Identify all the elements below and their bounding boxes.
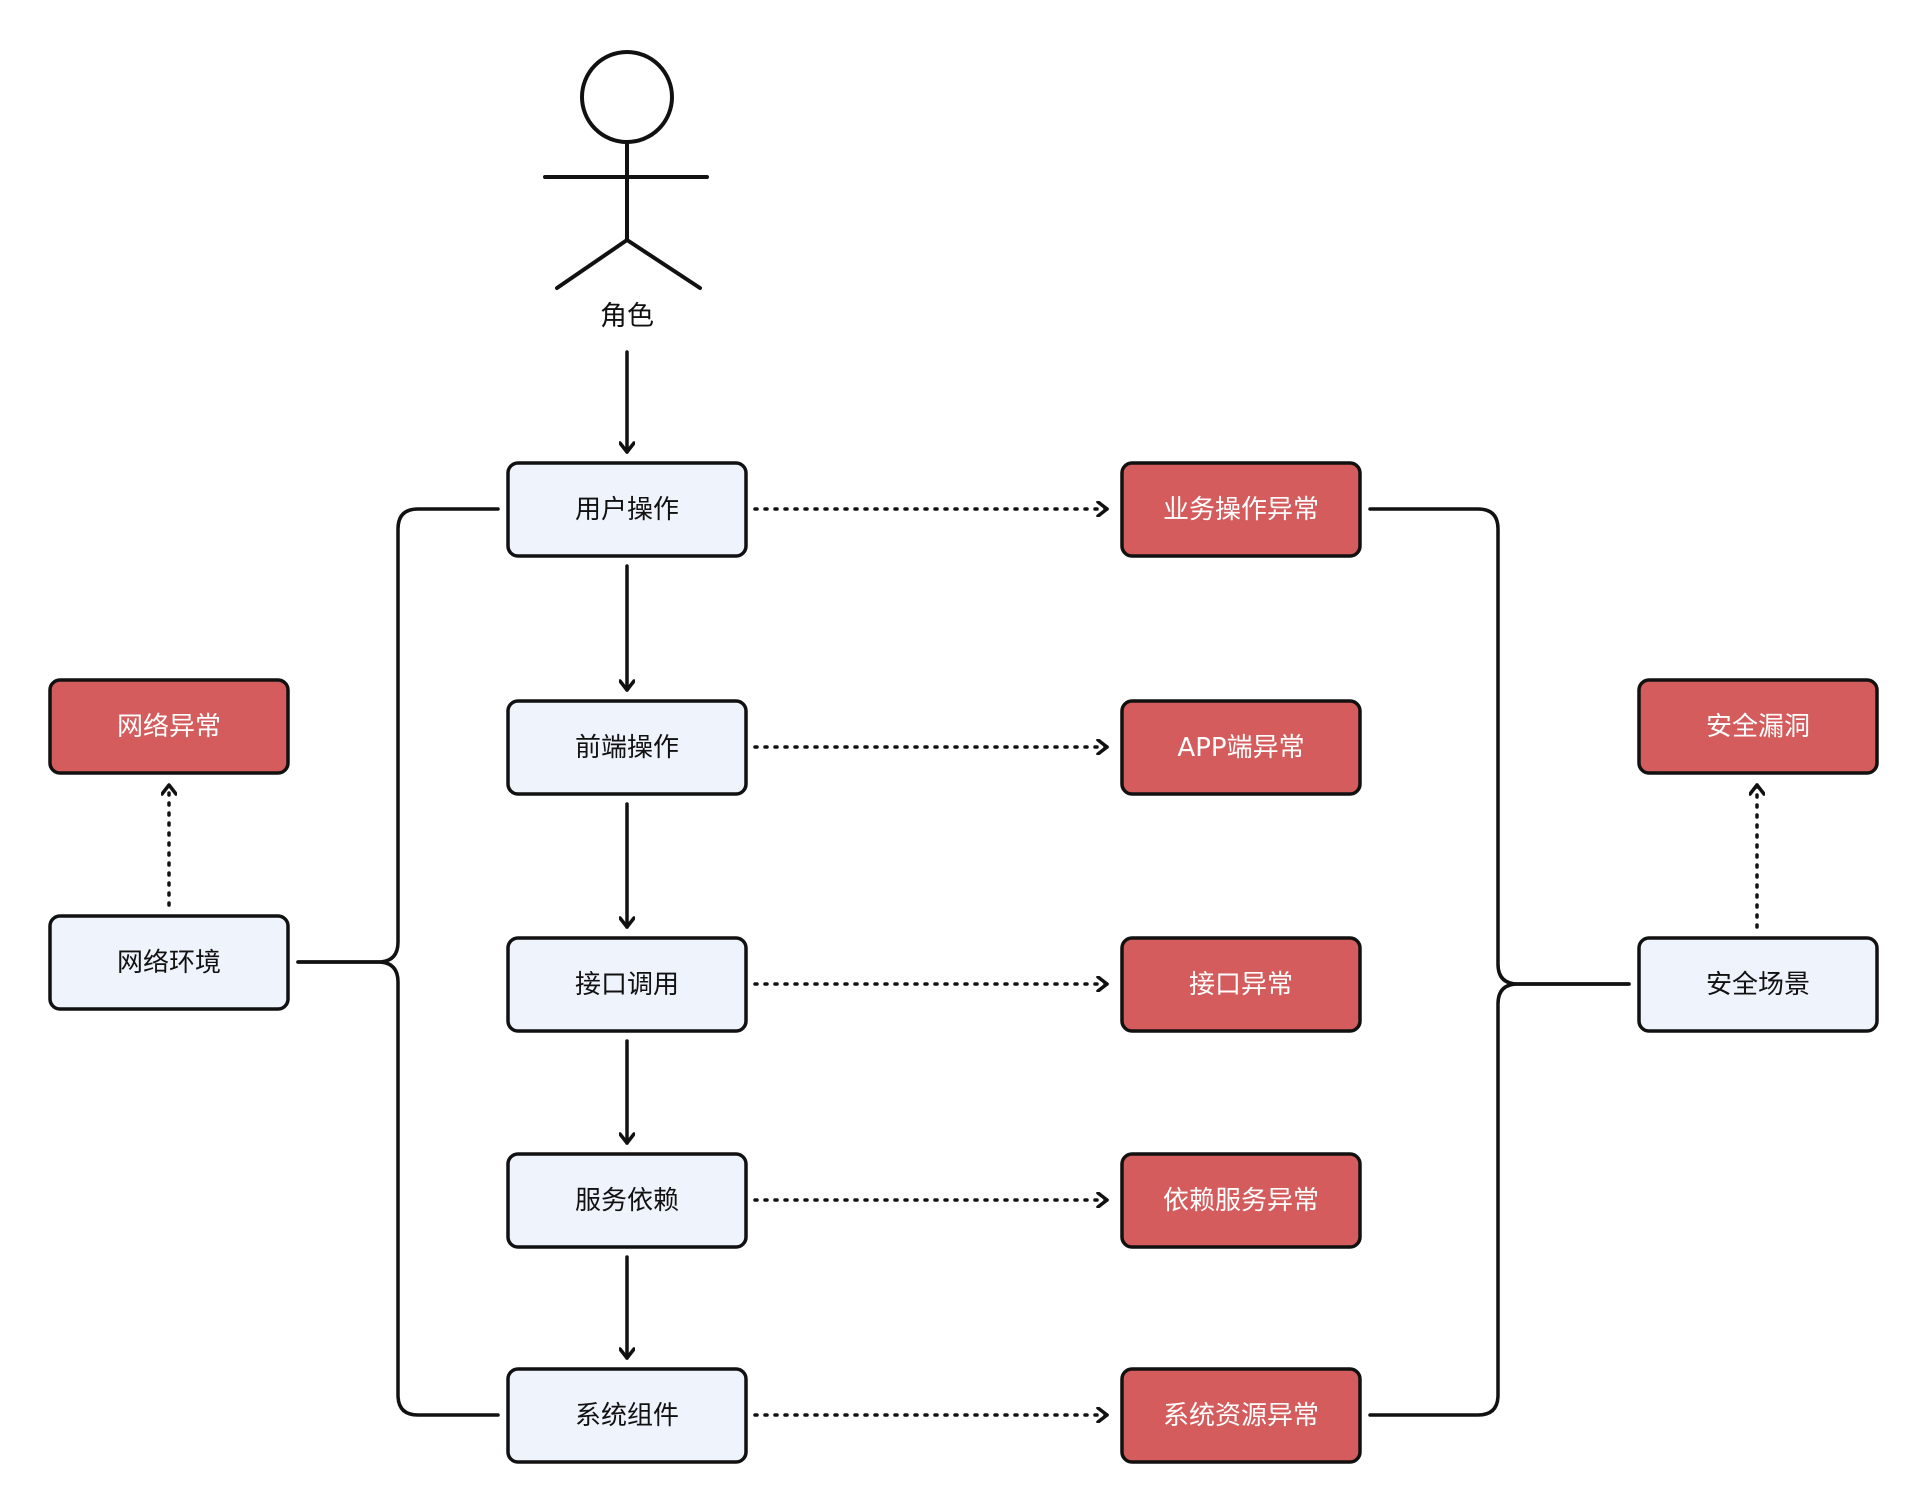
node-api-error: 接口异常	[1120, 936, 1362, 1033]
right-bracket-lower	[1368, 982, 1631, 1417]
node-api-call-label: 接口调用	[575, 970, 679, 1000]
node-api-call: 接口调用	[506, 936, 748, 1033]
node-api-error-label: 接口异常	[1189, 970, 1293, 1000]
node-security-vuln-label: 安全漏洞	[1706, 712, 1810, 742]
node-app-error-label: APP端异常	[1177, 733, 1304, 763]
actor-label: 角色	[600, 301, 654, 332]
node-resource-error: 系统资源异常	[1120, 1367, 1362, 1464]
left-bracket-upper	[296, 507, 500, 964]
node-dep-error: 依赖服务异常	[1120, 1152, 1362, 1249]
node-security-scene-label: 安全场景	[1706, 970, 1810, 1000]
node-dep-error-label: 依赖服务异常	[1163, 1186, 1319, 1216]
right-bracket-upper	[1368, 507, 1631, 986]
actor-figure	[543, 50, 709, 290]
node-business-error-label: 业务操作异常	[1163, 495, 1319, 525]
node-user-op-label: 用户操作	[575, 495, 679, 525]
node-network-env: 网络环境	[48, 914, 290, 1011]
node-user-op: 用户操作	[506, 461, 748, 558]
node-business-error: 业务操作异常	[1120, 461, 1362, 558]
node-system-comp: 系统组件	[506, 1367, 748, 1464]
node-frontend-op-label: 前端操作	[575, 733, 679, 763]
node-network-error: 网络异常	[48, 678, 290, 775]
node-network-env-label: 网络环境	[117, 948, 221, 978]
node-network-error-label: 网络异常	[117, 712, 221, 742]
node-app-error: APP端异常	[1120, 699, 1362, 796]
left-bracket-lower	[296, 960, 500, 1417]
node-system-comp-label: 系统组件	[575, 1401, 679, 1431]
node-security-vuln: 安全漏洞	[1637, 678, 1879, 775]
node-service-dep: 服务依赖	[506, 1152, 748, 1249]
node-frontend-op: 前端操作	[506, 699, 748, 796]
node-service-dep-label: 服务依赖	[575, 1186, 679, 1216]
node-security-scene: 安全场景	[1637, 936, 1879, 1033]
node-resource-error-label: 系统资源异常	[1163, 1401, 1319, 1431]
